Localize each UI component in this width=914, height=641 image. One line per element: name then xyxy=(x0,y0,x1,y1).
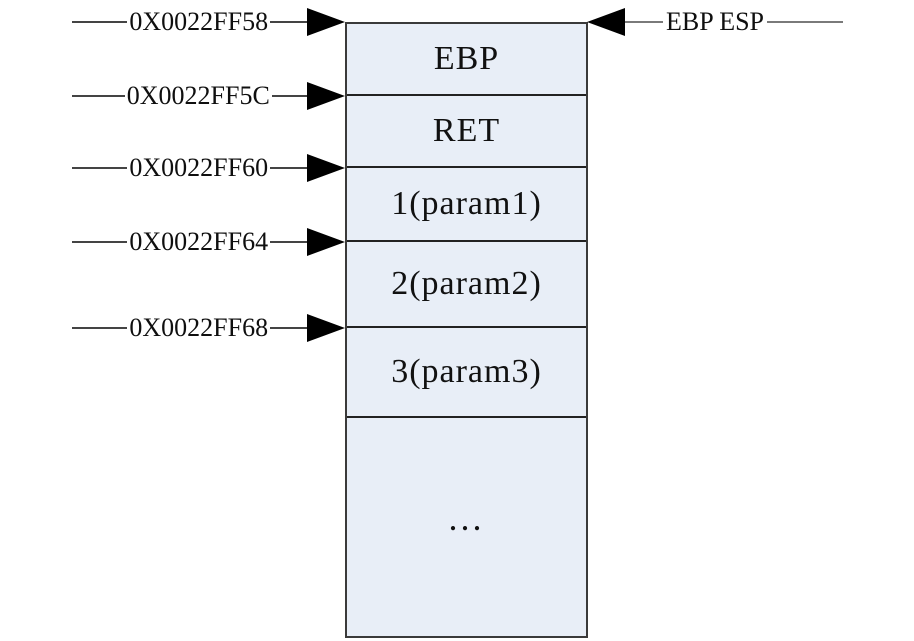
stack-cell-label: RET xyxy=(432,112,501,149)
stack-cell-ret: RET xyxy=(347,96,586,168)
address-label: 0X0022FF58 xyxy=(129,7,269,36)
address-line-right xyxy=(270,167,307,169)
address-label: 0X0022FF64 xyxy=(129,227,269,256)
arrowhead-right-icon xyxy=(307,154,345,182)
address-label: 0X0022FF5C xyxy=(126,81,270,110)
stack-cell-param2: 2(param2) xyxy=(347,242,586,328)
arrowhead-right-icon xyxy=(307,82,345,110)
address-pointer-row-0x0022ff5c: 0X0022FF5C xyxy=(72,81,345,111)
address-pointer-row-0x0022ff68: 0X0022FF68 xyxy=(72,313,345,343)
pointer-line-right xyxy=(767,21,843,23)
register-pointer-label: EBP ESP xyxy=(665,7,765,36)
address-line-left xyxy=(72,95,125,97)
register-pointer-row: EBP ESP xyxy=(587,7,843,37)
address-line-right xyxy=(270,327,307,329)
arrowhead-right-icon xyxy=(307,314,345,342)
stack-box: EBP RET 1(param1) 2(param2) 3(param3) ..… xyxy=(345,22,588,638)
address-line-right xyxy=(271,95,307,97)
arrowhead-left-icon xyxy=(587,8,625,36)
stack-cell-param1: 1(param1) xyxy=(347,168,586,242)
address-pointer-row-0x0022ff64: 0X0022FF64 xyxy=(72,227,345,257)
stack-cell-label: EBP xyxy=(433,40,500,77)
stack-cell-label: 2(param2) xyxy=(391,265,542,302)
address-label: 0X0022FF68 xyxy=(129,313,269,342)
address-line-left xyxy=(72,167,128,169)
address-pointer-row-0x0022ff58: 0X0022FF58 xyxy=(72,7,345,37)
address-label: 0X0022FF60 xyxy=(129,153,269,182)
address-pointer-row-0x0022ff60: 0X0022FF60 xyxy=(72,153,345,183)
address-line-right xyxy=(270,21,307,23)
pointer-line-left xyxy=(625,21,663,23)
address-line-right xyxy=(270,241,307,243)
stack-cell-param3: 3(param3) xyxy=(347,328,586,418)
arrowhead-right-icon xyxy=(307,8,345,36)
stack-cell-label: 3(param3) xyxy=(391,353,542,390)
stack-cell-label: ... xyxy=(448,498,485,538)
address-line-left xyxy=(72,241,128,243)
stack-cell-label: 1(param1) xyxy=(391,185,542,222)
stack-cell-ellipsis: ... xyxy=(347,418,586,636)
stack-cell-ebp: EBP xyxy=(347,24,586,96)
address-line-left xyxy=(72,327,128,329)
arrowhead-right-icon xyxy=(307,228,345,256)
address-line-left xyxy=(72,21,128,23)
